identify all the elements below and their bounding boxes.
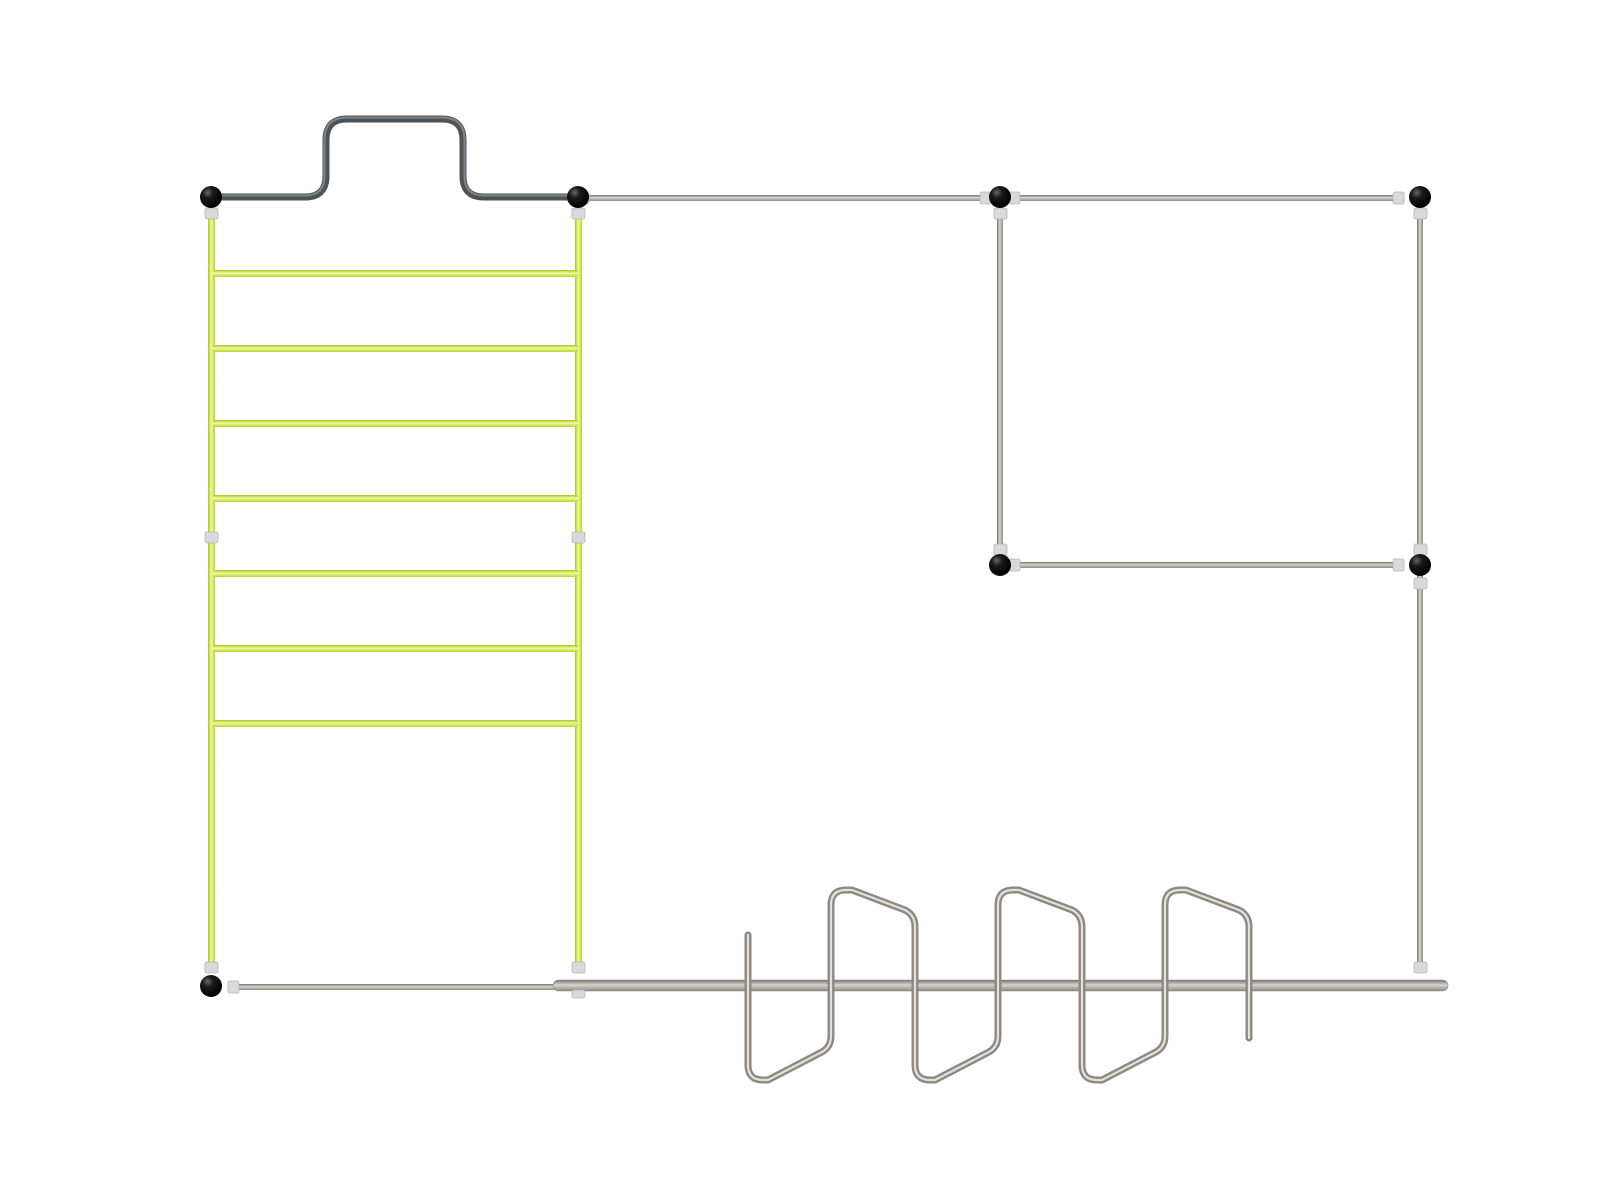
frame-top-rail-middle xyxy=(578,195,984,201)
ball-joint-icon xyxy=(989,554,1011,576)
ladder-left-rail xyxy=(208,212,215,970)
ladder-rung xyxy=(212,570,579,577)
clamp xyxy=(571,961,586,974)
clamp xyxy=(1392,191,1405,205)
ladder-right-rail xyxy=(575,212,582,970)
clamp xyxy=(227,980,240,994)
ladder-rung xyxy=(212,270,579,277)
ladder-rung xyxy=(212,720,579,727)
ball-joint-icon xyxy=(200,975,222,997)
clamp xyxy=(993,543,1008,556)
ladder-rung xyxy=(212,495,579,502)
ball-joint-icon xyxy=(1409,554,1431,576)
frame-top-rail-right xyxy=(1004,195,1400,201)
frame-bottom-rail-left xyxy=(228,984,558,990)
dark-grip-bar-icon xyxy=(215,115,570,201)
ladder-rung xyxy=(212,345,579,352)
frame-right-post xyxy=(1417,215,1423,965)
ball-joint-icon xyxy=(567,186,589,208)
ball-joint-icon xyxy=(1409,186,1431,208)
clamp xyxy=(993,207,1008,220)
clamp xyxy=(571,989,586,999)
ladder-rung xyxy=(212,420,579,427)
frame-inner-post xyxy=(997,215,1003,555)
ladder-rungs xyxy=(212,270,579,727)
wave-rack-icon xyxy=(744,886,1253,1084)
green-horizontal-ladder-icon xyxy=(208,212,582,970)
ball-joints xyxy=(200,186,1431,997)
ladder-rung xyxy=(212,645,579,652)
clamp xyxy=(1413,543,1428,556)
ball-joint-icon xyxy=(200,186,222,208)
clamp xyxy=(1413,961,1428,974)
clamp xyxy=(571,531,586,544)
clamp xyxy=(1413,207,1428,220)
frame-inner-rail xyxy=(1014,562,1400,568)
clamp xyxy=(204,961,219,974)
clamp xyxy=(204,531,219,544)
clamp xyxy=(571,207,586,220)
clamp xyxy=(1392,558,1405,572)
steel-frame xyxy=(228,195,1449,992)
clamp xyxy=(204,207,219,220)
ball-joint-icon xyxy=(989,186,1011,208)
tube-clamps xyxy=(204,191,1428,999)
clamp xyxy=(1413,577,1428,590)
